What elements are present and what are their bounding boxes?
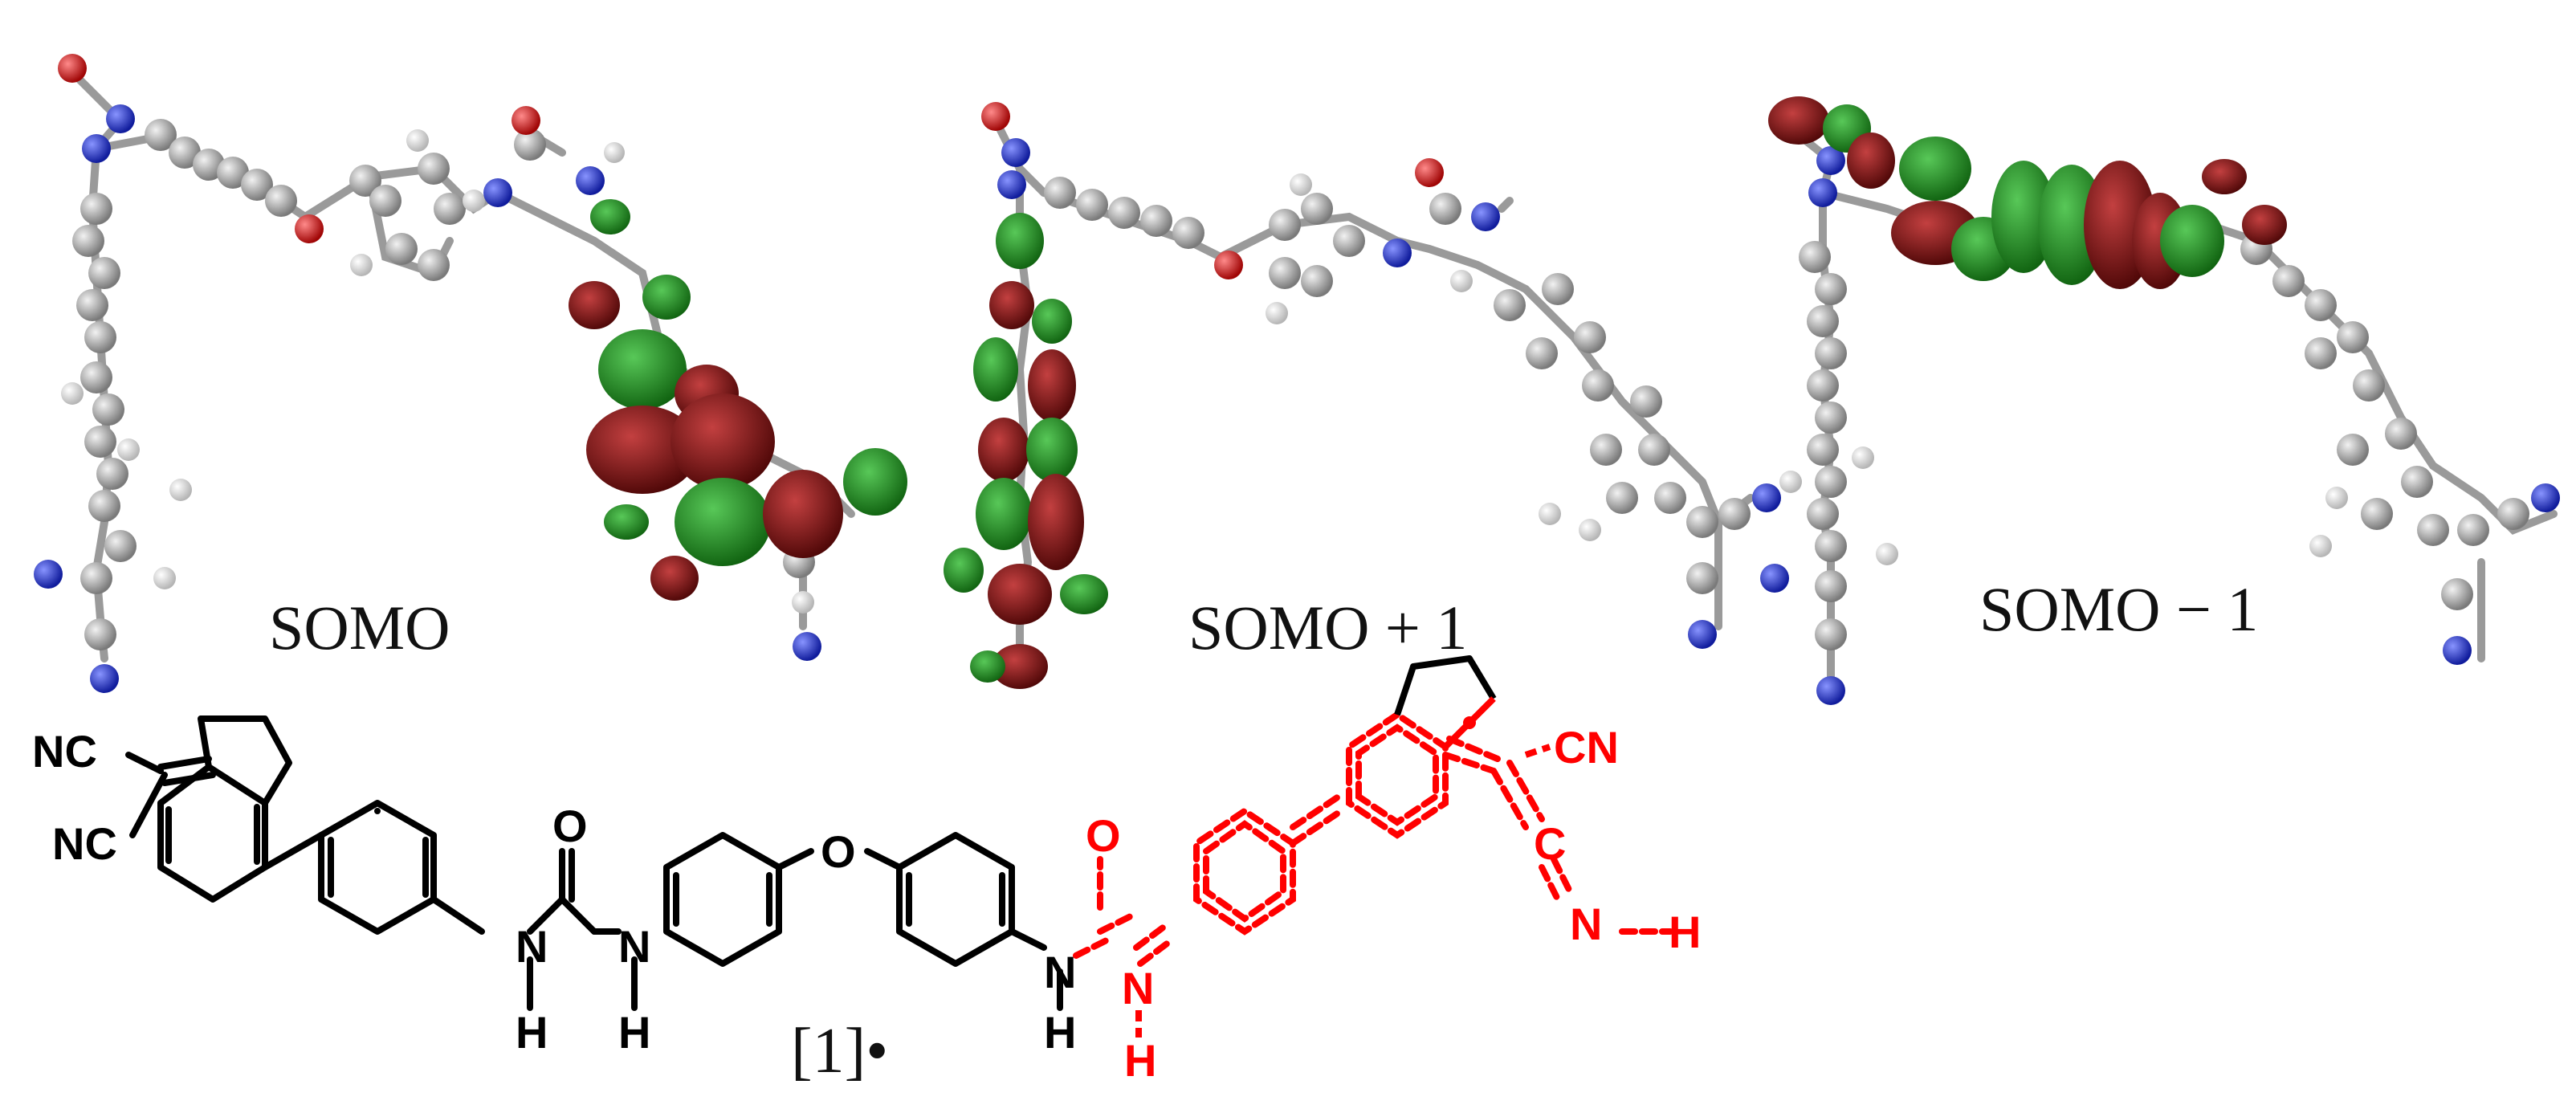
orbital-lobes-somo	[569, 199, 907, 601]
bond-cn-red	[1524, 744, 1551, 758]
atom-urea-o-left: O	[552, 801, 588, 851]
atom-n-3: N	[1044, 947, 1076, 997]
atom-cn: CN	[1554, 722, 1619, 773]
atom-h-red: H	[1124, 1035, 1156, 1086]
atom-n-terminal: N	[1570, 899, 1602, 949]
atom-nc-top: NC	[32, 726, 97, 777]
atoms	[34, 54, 821, 693]
molecule-somo-plus-1	[944, 102, 1781, 689]
atom-h-2: H	[618, 1007, 650, 1058]
molecule-somo	[34, 54, 907, 693]
atom-ether-o: O	[821, 826, 856, 877]
compound-label: [1]•	[791, 1016, 888, 1086]
atom-n-1: N	[516, 921, 548, 972]
structure-black	[125, 715, 1063, 1011]
indane-ring-right	[1394, 655, 1497, 716]
atom-c: C	[1534, 818, 1566, 869]
label-somo: SOMO	[269, 593, 450, 662]
atom-urea-o-right: O	[1086, 810, 1121, 861]
atom-h-1: H	[516, 1007, 548, 1058]
molecule-somo-minus-1	[1760, 96, 2560, 705]
atom-nc-bottom: NC	[52, 818, 117, 869]
atom-n-red: N	[1122, 963, 1154, 1013]
label-somo-plus-1: SOMO + 1	[1188, 593, 1467, 662]
orbital-lobes-somo-minus-1	[1768, 96, 2287, 289]
radical-dot	[1463, 716, 1476, 729]
orbital-lobes-somo-plus-1	[944, 213, 1108, 689]
label-somo-minus-1: SOMO − 1	[1979, 574, 2258, 644]
atom-h-terminal: H	[1669, 907, 1701, 957]
atom-n-2: N	[618, 921, 650, 972]
atom-h-3: H	[1044, 1007, 1076, 1058]
